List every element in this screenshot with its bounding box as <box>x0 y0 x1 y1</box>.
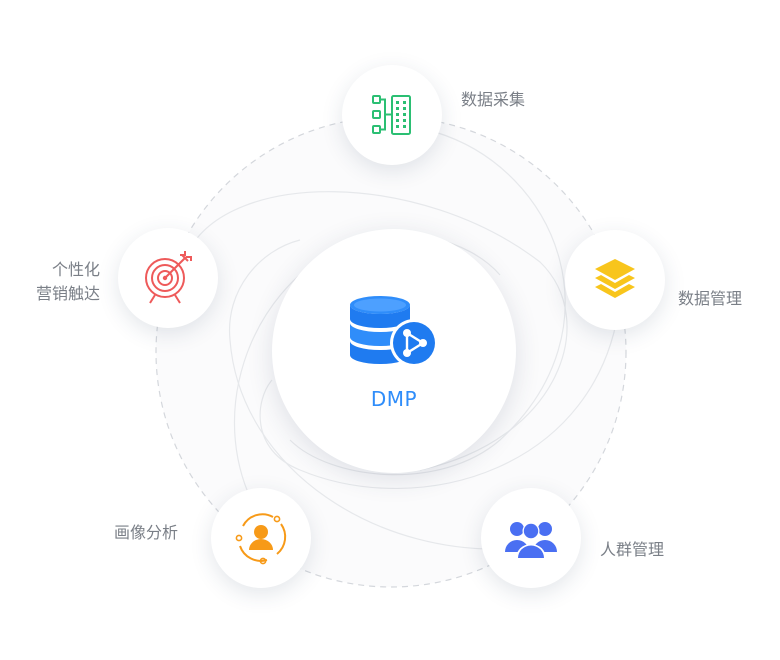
node-crowd-management[interactable] <box>481 488 581 588</box>
layers-icon <box>595 259 635 298</box>
label-data-collection: 数据采集 <box>461 90 526 109</box>
swirl-line <box>259 299 621 489</box>
dmp-label: DMP <box>370 387 418 411</box>
node-personalized-marketing[interactable] <box>118 228 218 328</box>
data-collection-icon <box>372 95 411 135</box>
label-portrait-analysis: 画像分析 <box>114 523 179 542</box>
label-crowd-management: 人群管理 <box>600 540 665 559</box>
swirl-line <box>187 191 568 471</box>
swirl-line <box>289 131 566 476</box>
user-portrait-icon <box>235 513 287 565</box>
label-line-2: 营销触达 <box>35 284 100 303</box>
node-data-collection[interactable] <box>342 65 442 165</box>
dmp-center-node[interactable]: DMP <box>272 229 516 473</box>
target-icon <box>145 251 192 304</box>
label-data-management: 数据管理 <box>678 289 743 308</box>
label-line-1: 个性化 <box>51 260 100 279</box>
node-data-management[interactable] <box>565 230 665 330</box>
swirl-line <box>228 239 521 550</box>
user-group-icon <box>505 522 557 558</box>
label-personalized-marketing: 个性化 营销触达 <box>20 258 100 306</box>
node-portrait-analysis[interactable] <box>211 488 311 588</box>
database-share-icon <box>350 296 438 367</box>
